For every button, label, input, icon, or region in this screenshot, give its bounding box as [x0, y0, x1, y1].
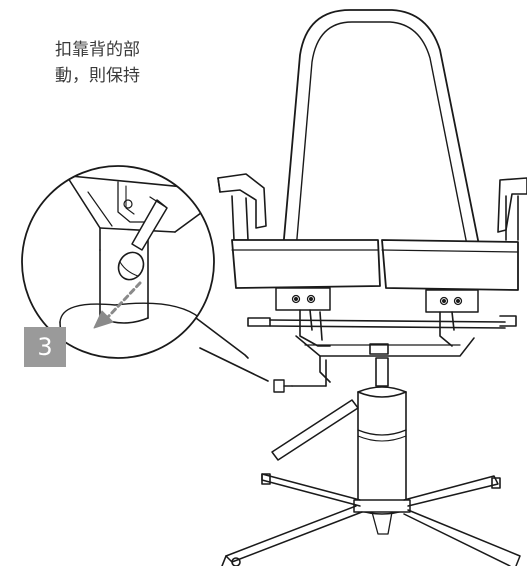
- zoom-detail-view: [21, 165, 269, 382]
- height-lever: [271, 399, 359, 461]
- release-lever: [117, 196, 168, 281]
- instruction-text-line-1: 扣靠背的部: [55, 40, 140, 60]
- star-base: [221, 473, 521, 566]
- seat: [231, 239, 519, 291]
- right-armrest: [497, 177, 527, 241]
- step-number-badge: 3: [24, 327, 66, 367]
- seat-mechanism: [247, 287, 517, 393]
- left-armrest: [217, 173, 267, 241]
- backrest: [282, 9, 481, 251]
- instruction-text-line-2: 動，則保持: [55, 66, 140, 86]
- motion-arrow: [93, 281, 142, 329]
- office-chair: [217, 9, 527, 566]
- gas-cylinder: [357, 357, 407, 515]
